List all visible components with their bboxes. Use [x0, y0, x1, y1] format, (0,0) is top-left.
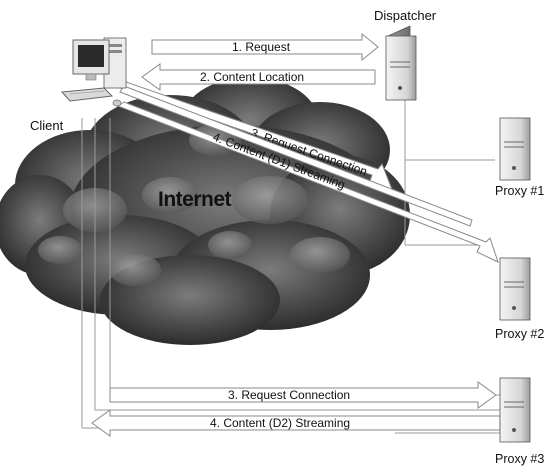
dispatcher-label: Dispatcher — [374, 8, 437, 23]
internet-label: Internet — [158, 188, 232, 211]
arrow-request-connection-bottom-label: 3. Request Connection — [228, 388, 350, 402]
arrow-request-label: 1. Request — [232, 40, 291, 54]
client-computer-icon — [62, 38, 126, 106]
proxy2-server-icon — [500, 258, 530, 320]
dispatcher-server-icon — [386, 26, 416, 100]
proxy1-server-icon — [500, 118, 530, 180]
proxy1-label: Proxy #1 — [495, 184, 544, 198]
proxy3-server-icon — [500, 378, 530, 442]
dispatcher-proxy-lines — [395, 100, 500, 433]
proxy3-label: Proxy #3 — [495, 452, 544, 466]
client-label: Client — [30, 118, 64, 133]
proxy2-label: Proxy #2 — [495, 327, 544, 341]
arrow-content-location-label: 2. Content Location — [200, 70, 304, 84]
arrow-content-d2-streaming: 4. Content (D2) Streaming — [92, 410, 500, 436]
arrow-request: 1. Request — [152, 34, 378, 60]
arrow-request-connection-bottom: 3. Request Connection — [110, 382, 496, 408]
arrow-content-d2-streaming-label: 4. Content (D2) Streaming — [210, 416, 350, 430]
